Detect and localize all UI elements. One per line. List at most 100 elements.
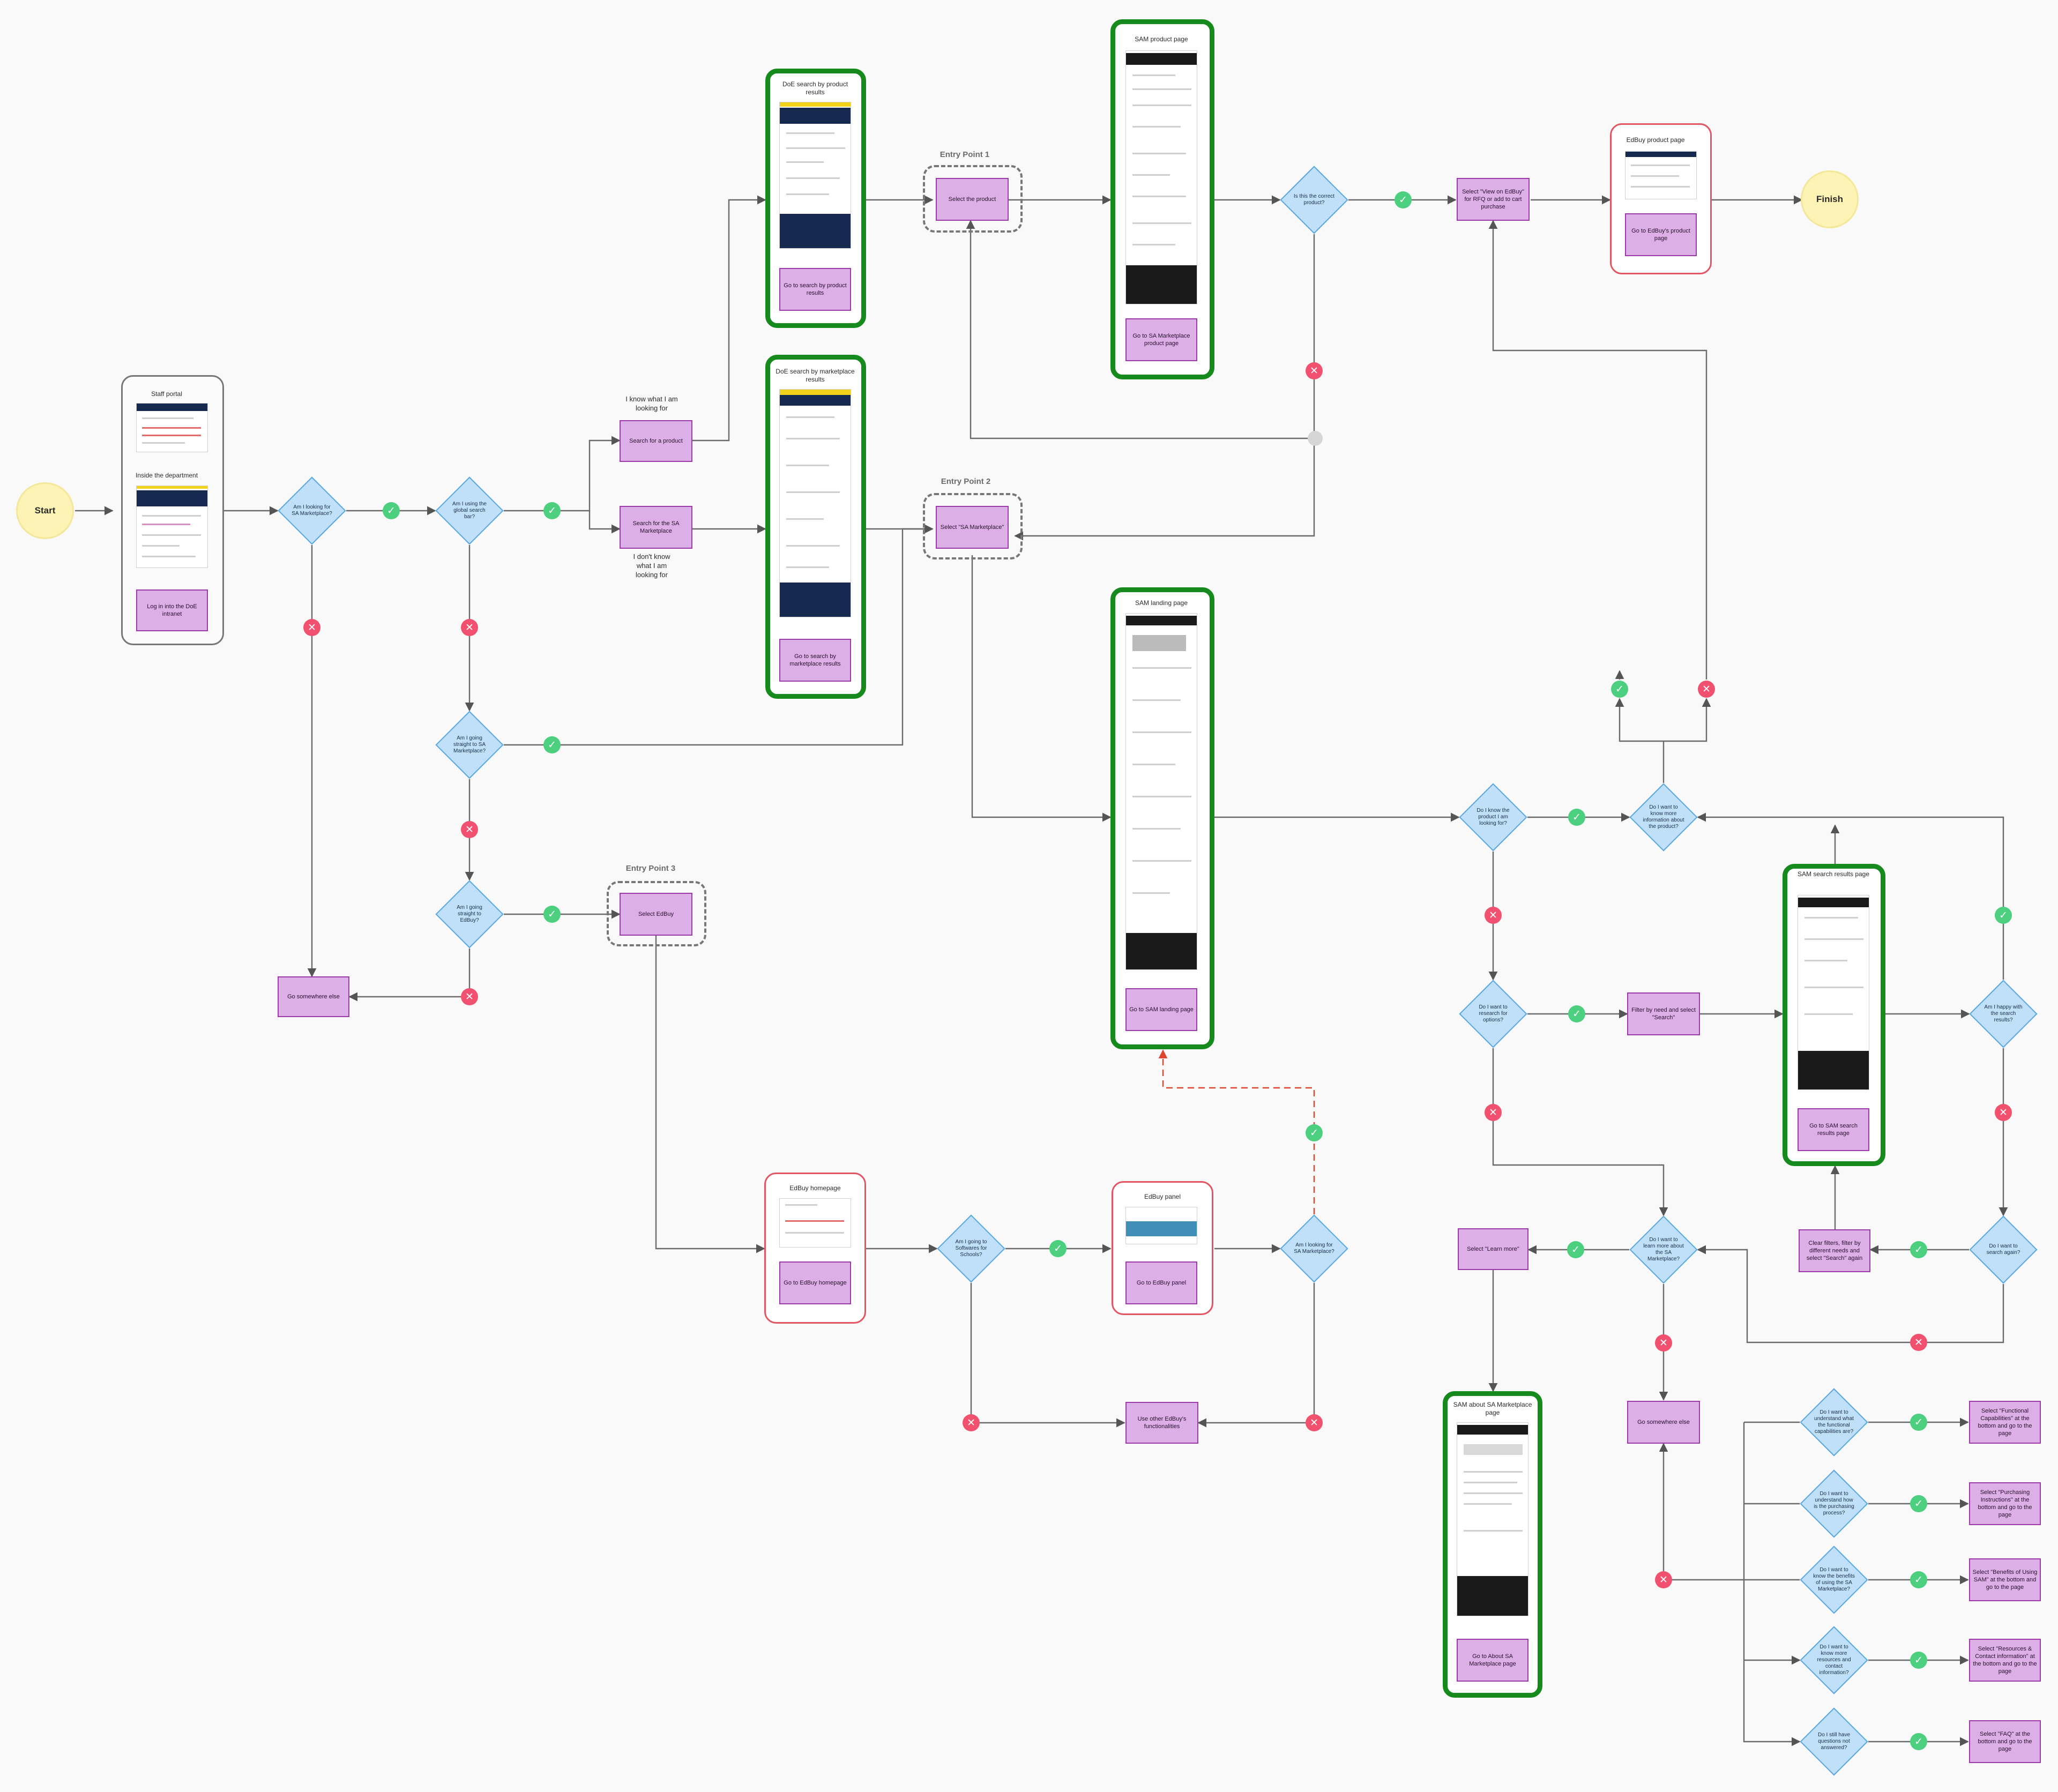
decision-straight-edbuy: Am I going straight to EdBuy? — [435, 880, 504, 949]
go-sam-product-page[interactable]: Go to SA Marketplace product page — [1125, 318, 1197, 361]
yes-check-icon: ✓ — [1910, 1414, 1927, 1431]
no-cross-icon: ✕ — [1655, 1571, 1672, 1588]
go-about-sam-page[interactable]: Go to About SA Marketplace page — [1457, 1639, 1528, 1682]
edge-happy-yes — [1697, 812, 2004, 980]
go-somewhere-else-right[interactable]: Go somewhere else — [1627, 1401, 1700, 1444]
label-dont-know: I don't know what I am looking for — [633, 552, 670, 579]
yes-check-icon: ✓ — [1049, 1240, 1067, 1257]
edge-searchagain-no — [1697, 1245, 2004, 1343]
inside-department-thumbnail — [136, 486, 208, 568]
search-product-step[interactable]: Search for a product — [620, 420, 692, 462]
staff-portal-thumbnail — [136, 403, 208, 452]
yes-check-icon: ✓ — [1910, 1652, 1927, 1669]
decision-search-again: Do I want to search again? — [1969, 1215, 2038, 1284]
sam-about-thumbnail — [1457, 1422, 1528, 1616]
no-cross-icon: ✕ — [303, 619, 320, 636]
yes-check-icon: ✓ — [1568, 1005, 1585, 1022]
decision-more-info-product: Do I want to know more information about… — [1629, 783, 1698, 852]
select-benefits[interactable]: Select "Benefits of Using SAM" at the bo… — [1969, 1558, 2041, 1601]
edge-sub-no-left — [1659, 1443, 1800, 1581]
decision-know-resources: Do I want to know more resources and con… — [1800, 1626, 1868, 1694]
sam-landing-page-title: SAM landing page — [1135, 599, 1188, 607]
decision-softwares: Am I going to Softwares for Schools? — [937, 1214, 1005, 1283]
entry-point-3-label: Entry Point 3 — [625, 864, 676, 873]
select-functional-capabilities[interactable]: Select "Functional Capabilities" at the … — [1969, 1401, 2041, 1444]
decision-correct-product: Is this the correct product? — [1280, 166, 1348, 234]
start-terminal: Start — [16, 482, 74, 539]
edge-d3-yes — [504, 524, 934, 746]
sam-product-page-title: SAM product page — [1135, 35, 1188, 43]
go-doe-marketplace-results[interactable]: Go to search by marketplace results — [779, 639, 851, 682]
select-edbuy-step[interactable]: Select EdBuy — [620, 893, 692, 936]
decision-understand-functional: Do I want to understand what the functio… — [1800, 1388, 1868, 1457]
sam-search-results-title: SAM search results page — [1797, 870, 1870, 878]
edge-moreinfo-up — [1615, 698, 1665, 783]
select-resources-contact[interactable]: Select "Resources & Contact information"… — [1969, 1639, 2041, 1682]
edge-moreinfo-up-no — [1664, 698, 1711, 742]
entry-point-2-frame — [923, 493, 1023, 559]
yes-check-icon: ✓ — [543, 736, 561, 753]
sam-landing-page-thumbnail — [1125, 613, 1197, 970]
select-sa-marketplace-step[interactable]: Select "SA Marketplace" — [936, 506, 1009, 549]
yes-check-icon: ✓ — [1910, 1571, 1927, 1588]
entry-point-1-frame — [923, 165, 1023, 233]
edge-softwares-no — [970, 1283, 1125, 1428]
yes-check-icon: ✓ — [1995, 907, 2012, 924]
staff-portal-title: Staff portal — [151, 390, 182, 398]
go-somewhere-else-left[interactable]: Go somewhere else — [278, 976, 349, 1017]
junction-dot — [1308, 431, 1323, 446]
yes-check-icon: ✓ — [383, 502, 400, 519]
sam-about-title: SAM about SA Marketplace page — [1453, 1401, 1532, 1416]
finish-terminal: Finish — [1801, 170, 1859, 228]
yes-check-icon: ✓ — [1910, 1241, 1927, 1258]
edbuy-panel-thumbnail — [1125, 1207, 1197, 1244]
no-cross-icon: ✕ — [1995, 1104, 2012, 1121]
edge-d2-search-sam — [588, 511, 621, 534]
select-faq[interactable]: Select "FAQ" at the bottom and go to the… — [1969, 1720, 2041, 1763]
filter-by-need-step[interactable]: Filter by need and select "Search" — [1627, 992, 1700, 1035]
yes-check-icon: ✓ — [1306, 1124, 1323, 1141]
edbuy-product-page-title: EdBuy product page — [1626, 136, 1685, 144]
go-sam-landing-page[interactable]: Go to SAM landing page — [1125, 988, 1197, 1031]
no-cross-icon: ✕ — [461, 821, 478, 838]
decision-global-search: Am I using the global search bar? — [435, 476, 504, 545]
edbuy-product-page-thumbnail — [1625, 151, 1697, 199]
use-other-edbuy-step[interactable]: Use other EdBuy's functionalities — [1125, 1402, 1198, 1444]
decision-know-product: Do I know the product I am looking for? — [1459, 783, 1527, 852]
no-cross-icon: ✕ — [1485, 907, 1502, 924]
edge-ep2-samlanding — [971, 555, 1112, 822]
yes-check-icon: ✓ — [543, 906, 561, 923]
select-purchasing-instructions[interactable]: Select "Purchasing Instructions" at the … — [1969, 1482, 2041, 1525]
entry-point-3-frame — [607, 881, 706, 946]
go-edbuy-panel[interactable]: Go to EdBuy panel — [1125, 1261, 1197, 1304]
edge-sub-no — [1743, 1422, 1801, 1746]
edge-research-no — [1492, 1048, 1668, 1216]
decision-learn-more-sam: Do I want to learn more about the SA Mar… — [1629, 1215, 1698, 1284]
doe-marketplace-results-title: DoE search by marketplace results — [776, 368, 855, 383]
edge-ep3-edbuyhome — [655, 935, 765, 1253]
go-edbuy-homepage[interactable]: Go to EdBuy homepage — [779, 1261, 851, 1304]
entry-point-2-label: Entry Point 2 — [941, 477, 991, 486]
go-sam-search-results[interactable]: Go to SAM search results page — [1798, 1108, 1869, 1151]
go-edbuy-product-page[interactable]: Go to EdBuy's product page — [1625, 213, 1697, 256]
no-cross-icon: ✕ — [1655, 1334, 1672, 1352]
select-product-step[interactable]: Select the product — [936, 178, 1009, 221]
edge-d2-search-product — [504, 436, 621, 512]
decision-understand-purchasing: Do I want to understand how is the purch… — [1800, 1469, 1868, 1538]
no-cross-icon: ✕ — [461, 619, 478, 636]
go-doe-product-results[interactable]: Go to search by product results — [779, 268, 851, 311]
search-sa-marketplace-step[interactable]: Search for the SA Marketplace — [620, 506, 692, 549]
edbuy-panel-title: EdBuy panel — [1144, 1193, 1181, 1200]
sam-product-page-thumbnail — [1125, 50, 1197, 304]
inside-department-title: Inside the department — [135, 472, 198, 479]
edbuy-homepage-title: EdBuy homepage — [789, 1184, 841, 1192]
decision-know-benefits: Do I want to know the benefits of using … — [1800, 1545, 1868, 1614]
no-cross-icon: ✕ — [1485, 1104, 1502, 1121]
login-step[interactable]: Log in into the DoE intranet — [136, 589, 208, 631]
clear-filters-step[interactable]: Clear filters, filter by different needs… — [1799, 1229, 1870, 1272]
entry-point-1-label: Entry Point 1 — [939, 150, 990, 159]
select-view-on-edbuy[interactable]: Select "View on EdBuy" for RFQ or add to… — [1457, 178, 1530, 221]
select-learn-more-step[interactable]: Select "Learn more" — [1458, 1228, 1528, 1270]
yes-check-icon: ✓ — [1611, 681, 1628, 698]
